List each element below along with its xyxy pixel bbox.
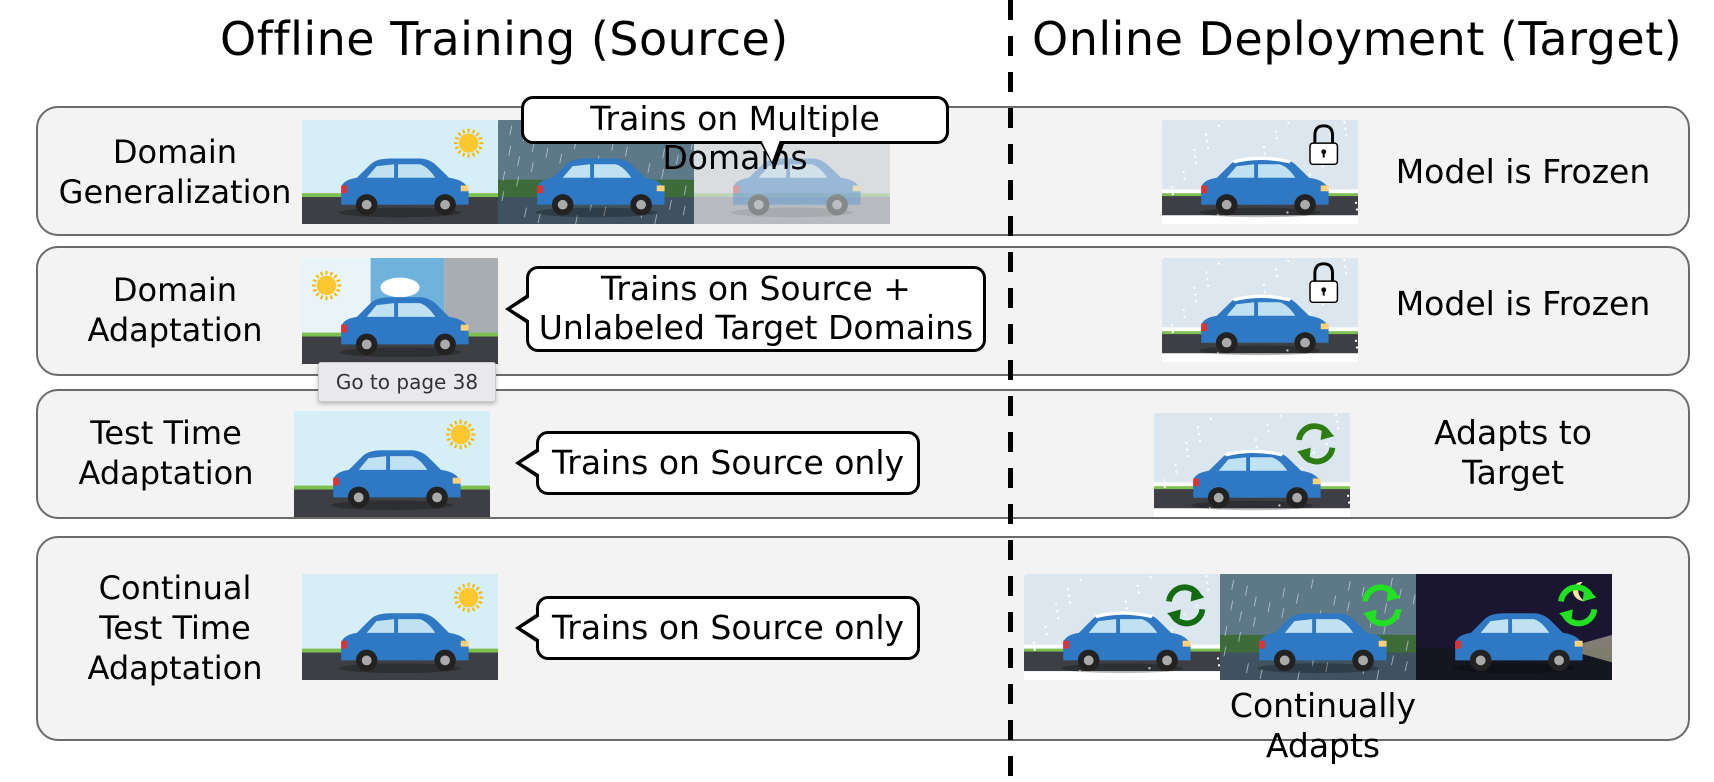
dashed-divider	[1008, 0, 1013, 782]
lock-icon	[1309, 124, 1339, 166]
bubble-text: Trains on Source +	[601, 269, 911, 308]
car-icon	[535, 158, 665, 218]
bubble-text: Unlabeled Target Domains	[538, 308, 974, 347]
scene-snowy	[1162, 258, 1358, 362]
row-label: Domain Generalization	[50, 132, 300, 212]
scene-rainy	[1220, 574, 1416, 680]
row-domain-generalization: Domain Generalization Trains on M	[36, 96, 1690, 236]
header-offline-training: Offline Training (Source)	[220, 12, 789, 66]
refresh-icon	[1558, 584, 1598, 627]
refresh-icon	[1362, 584, 1402, 627]
scene-snowy	[1024, 574, 1220, 680]
scene-illustration	[302, 258, 498, 364]
scene-sunny	[302, 574, 498, 680]
target-text: Model is Frozen	[1378, 284, 1668, 324]
car-icon	[339, 297, 469, 358]
scene-sunny	[294, 411, 490, 517]
scene-illustration	[302, 120, 498, 224]
row-label: Domain Adaptation	[50, 270, 300, 350]
row-continual-test-time-adaptation: Continual Test Time Adaptation Trains on…	[36, 536, 1690, 765]
speech-bubble: Trains on Multiple Domains	[521, 96, 949, 177]
scene-illustration	[294, 411, 490, 517]
scene-illustration	[1024, 574, 1220, 680]
car-icon	[339, 158, 469, 218]
target-text: Adapts to Target	[1398, 413, 1628, 493]
target-text-line: Target	[1461, 453, 1565, 492]
speech-bubble: Trains on Source + Unlabeled Target Doma…	[505, 266, 986, 352]
car-icon	[1199, 156, 1329, 218]
target-text-line: Continually Adapts	[1229, 686, 1417, 765]
sun-icon	[445, 419, 476, 450]
row-label: Test Time Adaptation	[46, 413, 286, 493]
scene-illustration	[1162, 120, 1358, 224]
tooltip-go-to-page: Go to page 38	[318, 362, 496, 402]
car-icon	[1191, 449, 1321, 511]
sun-icon	[311, 270, 342, 301]
bubble-text: Trains on Source only	[551, 608, 905, 647]
speech-bubble: Trains on Source only	[515, 431, 920, 495]
label-line: Adaptation	[87, 649, 263, 687]
label-line: Continual	[98, 569, 252, 607]
car-icon	[1061, 611, 1191, 674]
target-text-line: Model is Frozen	[1395, 284, 1651, 323]
car-icon	[1257, 613, 1387, 674]
scene-snowy	[1154, 413, 1350, 517]
speech-bubble: Trains on Source only	[515, 596, 920, 660]
label-line: Domain	[112, 271, 238, 309]
bubble-text: Trains on Multiple Domains	[590, 99, 880, 177]
scene-sunny	[302, 120, 498, 224]
header-online-deployment: Online Deployment (Target)	[1032, 12, 1683, 66]
refresh-icon	[1166, 584, 1206, 627]
scene-composite	[302, 258, 498, 364]
sun-icon	[453, 582, 484, 613]
label-line: Domain	[112, 133, 238, 171]
sun-icon	[453, 128, 484, 158]
scene-illustration	[1416, 574, 1612, 680]
scene-illustration	[1154, 413, 1350, 517]
car-icon	[339, 613, 469, 674]
label-line: Generalization	[58, 173, 292, 211]
car-icon	[331, 450, 461, 511]
row-domain-adaptation: Domain Adaptation Trains on Source + Unl…	[36, 246, 1690, 376]
label-line: Adaptation	[78, 454, 254, 492]
scene-night	[1416, 574, 1612, 680]
target-text-line: Adapts to	[1434, 413, 1592, 452]
target-text-line: Model is Frozen	[1395, 152, 1651, 191]
lock-icon	[1309, 262, 1339, 304]
row-label: Continual Test Time Adaptation	[50, 568, 300, 688]
bubble-text: Trains on Source only	[551, 443, 905, 482]
car-icon	[1199, 294, 1329, 356]
label-line: Test Time	[90, 414, 242, 452]
scene-illustration	[302, 574, 498, 680]
scene-illustration	[1220, 574, 1416, 680]
row-test-time-adaptation: Test Time Adaptation Trains on Source on…	[36, 389, 1690, 519]
scene-illustration	[1162, 258, 1358, 362]
refresh-icon	[1296, 423, 1336, 465]
target-text: Model is Frozen	[1378, 152, 1668, 192]
scene-snowy	[1162, 120, 1358, 224]
car-icon	[1453, 613, 1583, 674]
label-line: Test Time	[99, 609, 251, 647]
label-line: Adaptation	[87, 311, 263, 349]
target-text: Continually Adapts	[1178, 686, 1468, 766]
